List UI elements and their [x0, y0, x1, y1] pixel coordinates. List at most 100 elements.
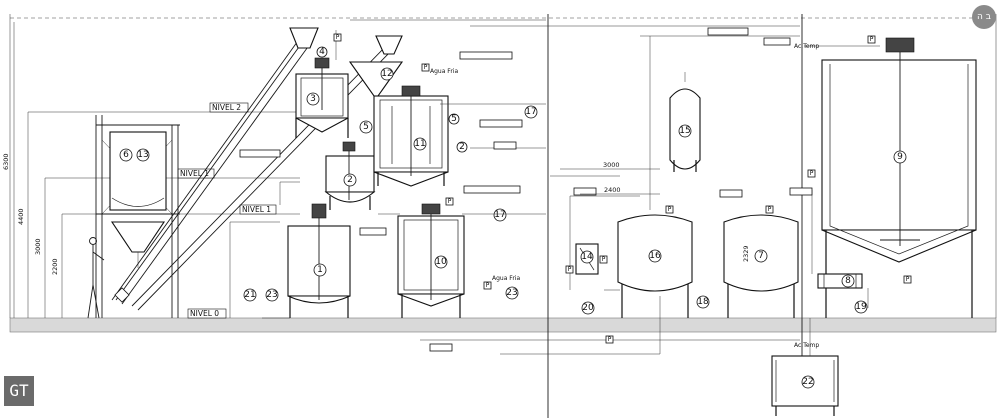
- agua-fria-label-2: Agua Fria: [492, 275, 520, 282]
- equipment-label-21: 21: [244, 290, 255, 300]
- equipment-label-6: 6: [123, 150, 129, 160]
- equipment-tag-18: [696, 295, 710, 309]
- svg-text:P: P: [906, 276, 910, 283]
- pressure-markers: P P P P P P P P P P P P: [333, 33, 912, 344]
- equipment-tag-17a: [524, 105, 538, 119]
- equipment-tag-17b: [493, 208, 507, 222]
- equipment-tag-3: [306, 92, 320, 106]
- equipment-label-5: 5: [363, 122, 369, 132]
- equipment-label-2b: 2: [459, 142, 465, 152]
- equipment-label-4: 4: [319, 47, 325, 57]
- equipment-label-18: 18: [697, 297, 709, 307]
- equipment-tag-22: [801, 375, 815, 389]
- equipment-label-8: 8: [845, 276, 851, 286]
- equipment-tag-2: [343, 173, 357, 187]
- level-1b-box: [239, 204, 277, 215]
- storage-tank-7: [723, 214, 799, 318]
- level-2-label: NIVEL 2: [212, 103, 241, 112]
- dim-6300: 6300: [2, 153, 10, 170]
- company-logo-text: GT: [9, 381, 29, 400]
- equipment-tag-23b: [505, 286, 519, 300]
- bulk-bag-6: [109, 131, 167, 211]
- dim-2200: 2200: [51, 258, 59, 275]
- equipment-tag-15: [678, 124, 692, 138]
- equipment-label-22: 22: [802, 377, 813, 387]
- svg-text:P: P: [668, 206, 672, 213]
- corner-badge: [972, 5, 996, 29]
- equipment-tag-1: [313, 263, 327, 277]
- dim-4400: 4400: [17, 208, 25, 225]
- level-0-box: [187, 308, 227, 319]
- svg-text:P: P: [336, 34, 340, 41]
- jacketed-tank-11: [373, 85, 449, 187]
- equipment-label-11: 11: [414, 139, 425, 149]
- level-0-label: NIVEL 0: [190, 309, 219, 318]
- equipment-label-23a: 23: [266, 290, 277, 300]
- equipment-label-12: 12: [381, 69, 392, 79]
- equipment-label-3: 3: [310, 94, 316, 104]
- equipment-tag-19: [854, 300, 868, 314]
- ac-temp-label-2: Ac.Temp: [794, 342, 819, 349]
- equipment-tag-9: [893, 150, 907, 164]
- equipment-tag-20: [581, 301, 595, 315]
- equipment-label-5b: 5: [451, 114, 457, 124]
- equipment-tag-13: [136, 148, 150, 162]
- equipment-label-13: 13: [137, 150, 148, 160]
- equipment-label-1: 1: [317, 265, 323, 275]
- svg-text:P: P: [768, 206, 772, 213]
- equipment-label-19: 19: [855, 302, 867, 312]
- equipment-tag-6: [119, 148, 133, 162]
- equipment-label-2: 2: [347, 175, 353, 185]
- equipment-tag-16: [648, 249, 662, 263]
- equipment-label-10: 10: [435, 257, 447, 267]
- equipment-tag-5: [359, 120, 373, 134]
- large-tank-9: [821, 37, 977, 318]
- equipment-tag-12: [380, 67, 394, 81]
- equipment-tag-7: [754, 249, 768, 263]
- equipment-label-16: 16: [649, 251, 661, 261]
- equipment-label-20: 20: [582, 303, 594, 313]
- dim-2400: 2400: [604, 186, 621, 194]
- dim-2329: 2329: [742, 245, 750, 262]
- vessel-15: [669, 72, 701, 172]
- equipment-label-9: 9: [897, 152, 903, 162]
- dim-3000-mid: 3000: [603, 161, 620, 169]
- corner-badge-text: ב ה: [977, 12, 991, 22]
- dim-3000-left: 3000: [34, 238, 42, 255]
- svg-text:P: P: [424, 64, 428, 71]
- equipment-tag-14: [580, 250, 594, 264]
- level-1b-label: NIVEL 1: [242, 205, 271, 214]
- svg-text:P: P: [448, 198, 452, 205]
- equipment-label-15: 15: [679, 126, 690, 136]
- svg-text:P: P: [486, 282, 490, 289]
- operator-figure: [87, 237, 105, 319]
- equipment-label-14: 14: [581, 252, 593, 262]
- support-structure: [95, 115, 180, 318]
- svg-text:P: P: [810, 170, 814, 177]
- jacketed-tank-10: [397, 203, 465, 318]
- ac-temp-label-1: Ac.Temp: [794, 43, 819, 50]
- svg-text:P: P: [870, 36, 874, 43]
- svg-text:P: P: [568, 266, 572, 273]
- agua-fria-label-1: Agua Fria: [430, 68, 458, 75]
- screw-conveyors: [111, 27, 403, 311]
- level-2-box: [209, 102, 249, 113]
- equipment-tag-2b: [456, 141, 468, 153]
- company-logo: [4, 376, 34, 406]
- equipment-tag-8: [841, 274, 855, 288]
- svg-text:P: P: [602, 256, 606, 263]
- equipment-label-7: 7: [758, 251, 764, 261]
- level-1a-label: NIVEL 1: [180, 169, 209, 178]
- equipment-label-23b: 23: [506, 288, 517, 298]
- svg-text:P: P: [608, 336, 612, 343]
- floor-slab: [9, 317, 997, 333]
- equipment-tag-4: [316, 46, 328, 58]
- equipment-tag-11: [413, 137, 427, 151]
- heat-exchanger-8: [817, 273, 863, 289]
- equipment-tag-10: [434, 255, 448, 269]
- storage-tank-16: [617, 214, 693, 318]
- equipment-tag-21: [243, 288, 257, 302]
- equipment-label-17a: 17: [525, 107, 536, 117]
